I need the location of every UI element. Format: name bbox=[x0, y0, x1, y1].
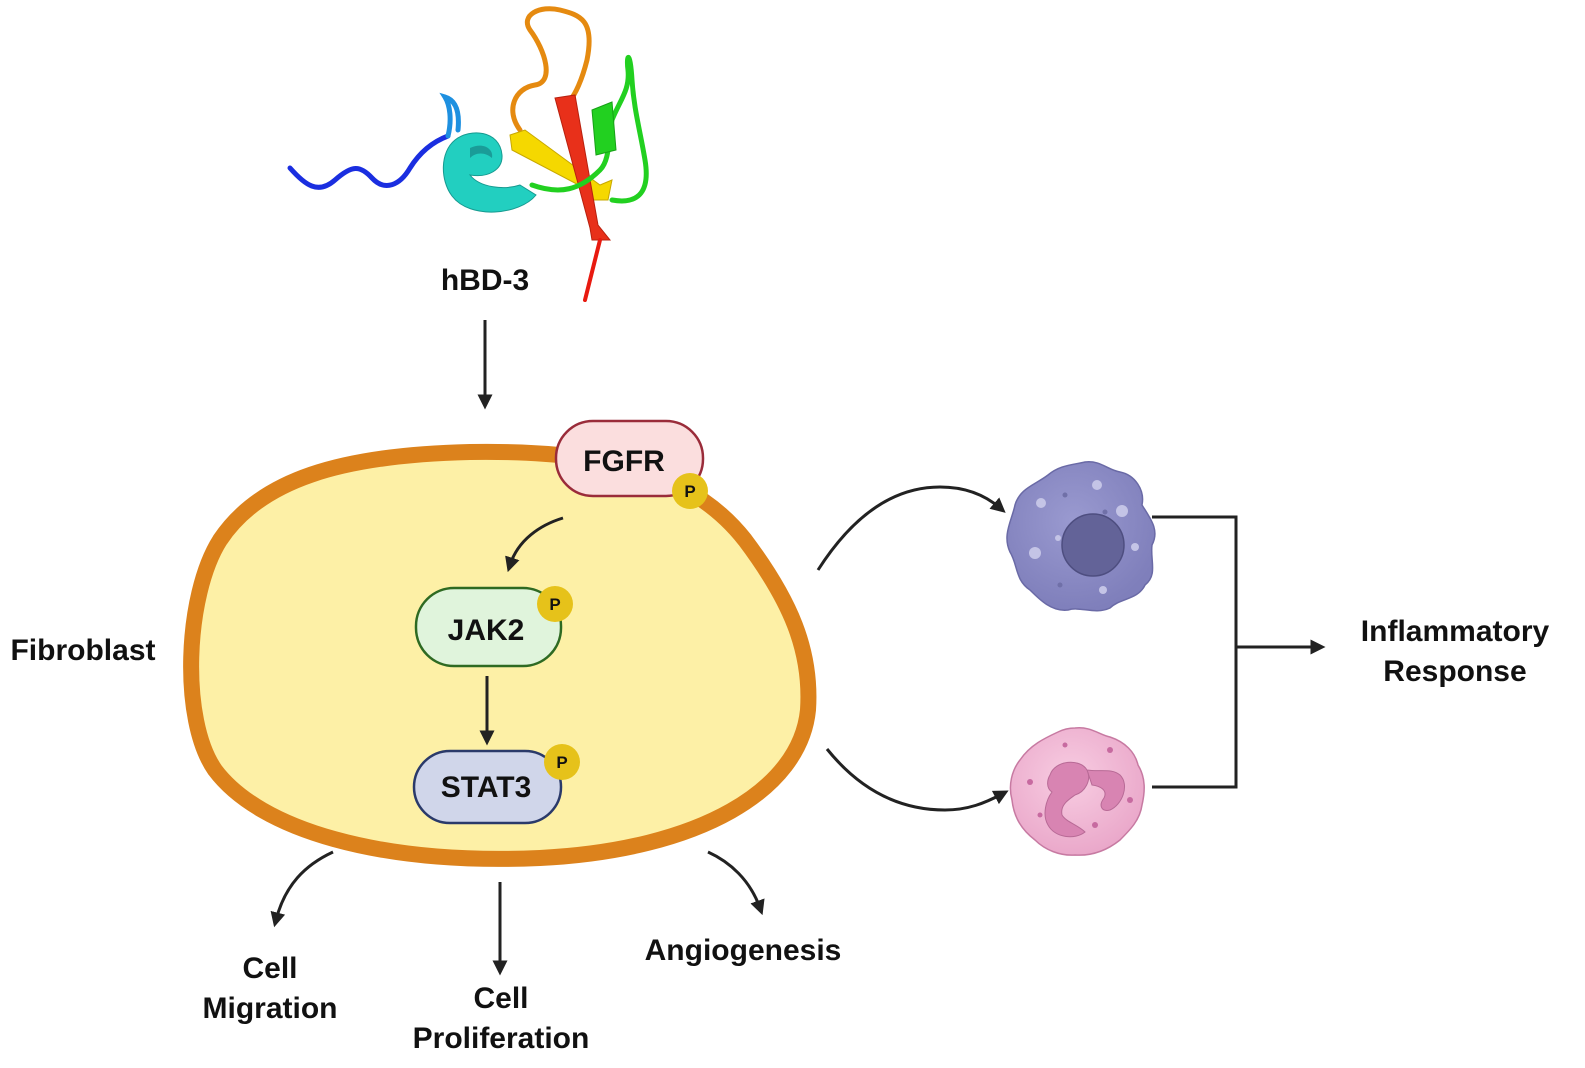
svg-text:P: P bbox=[684, 482, 695, 501]
protein-helix-inner bbox=[470, 145, 493, 158]
svg-text:P: P bbox=[549, 595, 560, 614]
arrow-to-migration bbox=[270, 850, 334, 928]
bracket-macrophage-neutrophil bbox=[1152, 515, 1238, 789]
response-label-line2: Response bbox=[1383, 655, 1526, 688]
stat3-node: STAT3 bbox=[412, 749, 563, 825]
protein-label: hBD-3 bbox=[441, 264, 529, 297]
angiogenesis-label: Angiogenesis bbox=[645, 934, 842, 967]
fgfr-phospho-badge: P bbox=[672, 473, 708, 509]
protein-coil-blue2 bbox=[439, 92, 461, 139]
macrophage-cell bbox=[1006, 461, 1156, 612]
protein-helix bbox=[442, 132, 537, 213]
stat3-phospho-badge: P bbox=[544, 744, 580, 780]
jak2-node: JAK2 bbox=[414, 586, 563, 668]
jak2-label: JAK2 bbox=[448, 614, 525, 647]
protein-strand-red bbox=[554, 94, 612, 241]
hbd3-protein-structure bbox=[287, 6, 649, 302]
arrow-to-neutrophil bbox=[825, 748, 1009, 812]
arrow-to-angiogenesis bbox=[707, 850, 765, 916]
jak2-phospho-badge: P bbox=[537, 586, 573, 622]
fgfr-receptor: FGFR bbox=[554, 419, 705, 498]
protein-n-terminal-coil bbox=[287, 133, 451, 190]
protein-c-terminal bbox=[583, 238, 602, 302]
cell-label: Fibroblast bbox=[10, 634, 155, 667]
migration-label-line2: Migration bbox=[203, 992, 338, 1025]
neutrophil-cell bbox=[1009, 726, 1145, 856]
response-label-line1: Inflammatory bbox=[1361, 615, 1550, 648]
arrow-fgfr-to-jak2 bbox=[505, 516, 564, 573]
protein-loop-green bbox=[529, 54, 649, 204]
proliferation-label-line2: Proliferation bbox=[413, 1022, 590, 1055]
proliferation-label-line1: Cell bbox=[473, 982, 528, 1015]
migration-label-line1: Cell bbox=[242, 952, 297, 985]
stat3-label: STAT3 bbox=[441, 771, 532, 804]
fgfr-label: FGFR bbox=[583, 445, 665, 478]
svg-text:P: P bbox=[556, 753, 567, 772]
protein-loop-orange bbox=[510, 6, 592, 133]
arrow-to-macrophage bbox=[816, 485, 1006, 571]
protein-green-helix bbox=[591, 101, 617, 156]
